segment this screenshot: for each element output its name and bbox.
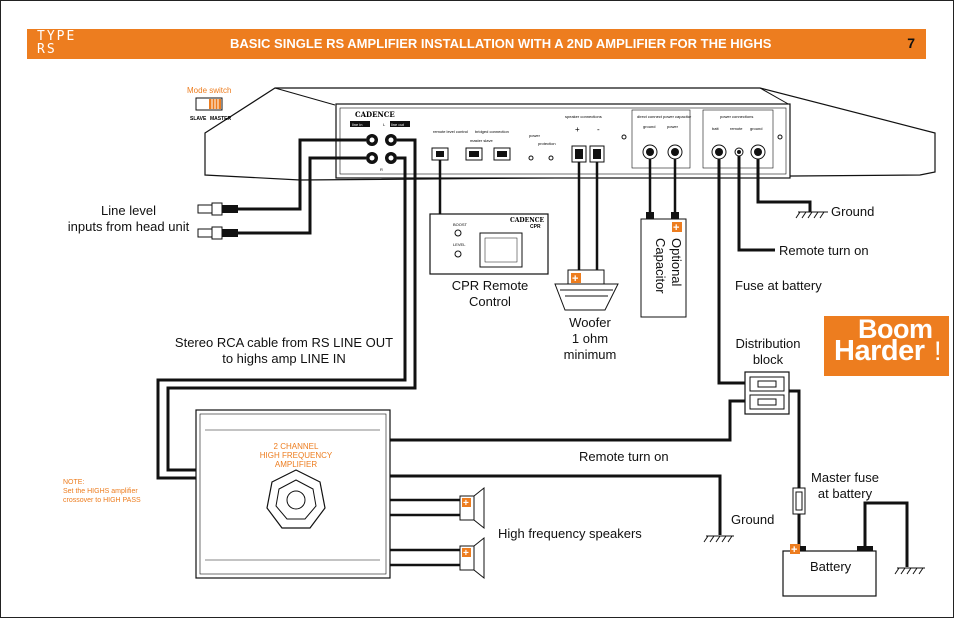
svg-text:protection: protection	[538, 141, 556, 146]
svg-text:bridged connection: bridged connection	[475, 129, 509, 134]
battery: +	[782, 544, 877, 597]
svg-text:+: +	[572, 273, 578, 285]
ground-label-mid: Ground	[731, 512, 775, 527]
boom-harder-badge: Boom Harder !	[824, 314, 949, 376]
hf-speaker-bottom: +	[459, 536, 485, 580]
highs-amplifier	[195, 409, 391, 579]
mode-switch-label: Mode switch	[187, 86, 232, 95]
capacitor-plus-icon	[672, 222, 682, 232]
line-level-label: Line level inputs from head unit	[67, 203, 190, 234]
svg-text:line in: line in	[352, 122, 362, 127]
svg-text:R: R	[380, 167, 383, 172]
rca-input-plugs	[197, 202, 238, 240]
line-out-cable	[156, 138, 417, 480]
page-number: 7	[907, 35, 915, 51]
svg-text:+: +	[463, 498, 469, 509]
cpr-remote-label: CPR Remote Control	[451, 278, 529, 309]
mode-switch[interactable]: SLAVE MASTER	[190, 97, 232, 122]
stereo-rca-label: Stereo RCA cable from RS LINE OUT to hig…	[174, 335, 394, 366]
distribution-block	[744, 371, 790, 415]
cpr-remote-control[interactable]: CADENCE CPR BOOST LEVEL	[429, 213, 549, 275]
svg-text:+: +	[575, 125, 580, 134]
header-bar: TYPE RS BASIC SINGLE RS AMPLIFIER INSTAL…	[27, 29, 926, 59]
woofer-wires	[577, 162, 599, 272]
distribution-block-label: Distribution block	[735, 336, 801, 367]
fuse-at-battery-label: Fuse at battery	[735, 278, 822, 293]
rs-amplifier: CADENCE line in line out L R remote leve…	[204, 87, 936, 181]
svg-text:ground: ground	[750, 126, 762, 131]
master-fuse	[792, 487, 806, 515]
input-wires	[238, 138, 366, 235]
svg-text:batt: batt	[712, 126, 720, 131]
ground-symbol-icon	[703, 211, 925, 575]
battery-label: Battery	[810, 559, 852, 574]
svg-text:L: L	[383, 122, 386, 127]
battery-plus-icon	[790, 544, 800, 554]
svg-text:MASTER: MASTER	[210, 116, 232, 122]
hf-speakers-label: High frequency speakers	[498, 526, 642, 541]
optional-capacitor: +	[640, 212, 687, 318]
svg-text:master slave: master slave	[470, 138, 493, 143]
svg-text:+: +	[463, 548, 469, 559]
master-fuse-label: Master fuse at battery	[811, 470, 879, 501]
page-title: BASIC SINGLE RS AMPLIFIER INSTALLATION W…	[230, 36, 772, 51]
plus-terminal-icon	[571, 273, 581, 283]
svg-text:BOOST: BOOST	[453, 222, 468, 227]
hf-speaker-top: +	[459, 486, 485, 530]
woofer-label: Woofer 1 ohm minimum	[563, 315, 617, 362]
svg-text:remote level control: remote level control	[433, 129, 468, 134]
ground-label-top: Ground	[831, 204, 875, 219]
svg-text:remote: remote	[730, 126, 743, 131]
svg-text:-: -	[597, 125, 600, 134]
svg-text:ground: ground	[643, 124, 655, 129]
remote-turn-on-label-top: Remote turn on	[779, 243, 869, 258]
svg-text:+: +	[791, 544, 797, 556]
hf-speaker-wires	[390, 498, 460, 567]
optional-capacitor-label: Optional Capacitor	[653, 238, 684, 294]
svg-text:power connections: power connections	[720, 114, 753, 119]
note-text: NOTE: Set the HIGHS amplifier crossover …	[63, 479, 141, 504]
amp-brand: CADENCE	[355, 110, 395, 119]
type-rs-logo: TYPE RS	[37, 29, 77, 57]
svg-text:LEVEL: LEVEL	[453, 242, 466, 247]
svg-text:direct connect power capacitor: direct connect power capacitor	[637, 114, 692, 119]
svg-text:CPR: CPR	[530, 224, 541, 230]
svg-text:CADENCE: CADENCE	[510, 217, 544, 224]
svg-text:+: +	[673, 222, 679, 234]
woofer-speaker: +	[554, 269, 619, 311]
svg-text:power: power	[667, 124, 679, 129]
svg-text:power: power	[529, 133, 541, 138]
svg-text:SLAVE: SLAVE	[190, 116, 207, 122]
capacitor-wires	[648, 159, 677, 215]
remote-turn-on-label-mid: Remote turn on	[579, 449, 669, 464]
highs-amp-label: 2 CHANNEL HIGH FREQUENCY AMPLIFIER	[259, 442, 333, 469]
svg-text:speaker connections: speaker connections	[565, 114, 602, 119]
svg-text:line out: line out	[391, 122, 405, 127]
